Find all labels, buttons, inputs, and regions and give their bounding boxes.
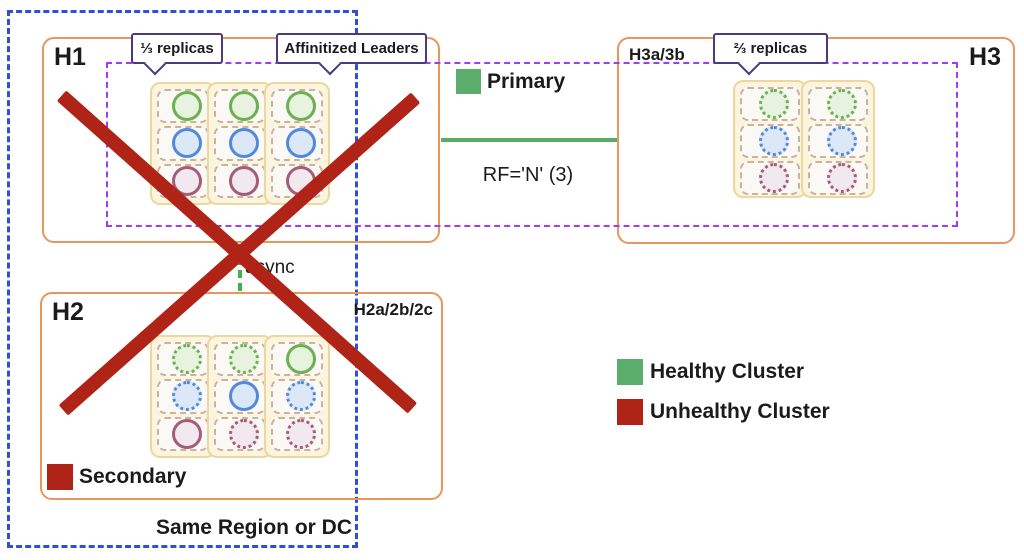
same-region-label: Same Region or DC xyxy=(155,516,352,539)
tablet-cell xyxy=(740,87,800,121)
tablet-card xyxy=(733,80,807,198)
replica-circle-blue xyxy=(229,381,259,412)
replica-circle-green xyxy=(229,91,259,122)
tablet-cell xyxy=(157,379,209,414)
replica-circle-maroon xyxy=(286,418,316,449)
replica-circle-maroon xyxy=(229,418,259,449)
tablet-cell xyxy=(157,126,209,161)
tablet-cell xyxy=(214,379,266,414)
replica-circle-green xyxy=(759,89,789,119)
secondary-label: Secondary xyxy=(79,465,187,488)
affinitized-leaders-callout: Affinitized Leaders xyxy=(276,33,427,76)
h2-sublabel: H2a/2b/2c xyxy=(353,300,433,319)
replica-circle-blue xyxy=(827,126,857,156)
tablet-cell xyxy=(271,416,323,451)
tablet-card xyxy=(207,335,273,458)
unhealthy-cluster-label: Unhealthy Cluster xyxy=(650,400,830,423)
replica-circle-blue xyxy=(172,128,202,159)
replica-circle-maroon xyxy=(229,165,259,196)
replica-circle-green xyxy=(172,344,202,375)
h3-label: H3 xyxy=(969,43,1001,71)
tablet-card xyxy=(264,335,330,458)
affinitized-leaders-label: Affinitized Leaders xyxy=(284,40,419,57)
replica-circle-green xyxy=(286,91,316,122)
replica-circle-green xyxy=(827,89,857,119)
tablet-cell xyxy=(157,89,209,124)
two-thirds-replicas-label: ⅔ replicas xyxy=(733,40,808,57)
healthy-cluster-label: Healthy Cluster xyxy=(650,360,805,383)
replica-circle-blue xyxy=(286,381,316,412)
tablet-card xyxy=(207,82,273,205)
tablet-card xyxy=(264,82,330,205)
tablet-cell xyxy=(157,342,209,377)
two-thirds-replicas-callout: ⅔ replicas xyxy=(713,33,828,76)
replica-circle-maroon xyxy=(827,163,857,193)
tablet-cell xyxy=(740,161,800,195)
h2-tablet-grid xyxy=(150,335,330,458)
h3-sublabel: H3a/3b xyxy=(629,45,685,64)
replica-circle-blue xyxy=(759,126,789,156)
rf-label: RF='N' (3) xyxy=(482,164,574,186)
tablet-cell xyxy=(157,416,209,451)
tablet-cell xyxy=(271,342,323,377)
unhealthy-cluster-swatch xyxy=(617,399,643,425)
rf-replication-line xyxy=(441,138,617,142)
one-third-replicas-label: ⅓ replicas xyxy=(140,40,214,57)
one-third-replicas-callout: ⅓ replicas xyxy=(131,33,223,76)
h3-tablet-grid xyxy=(733,80,875,198)
primary-label: Primary xyxy=(487,70,566,93)
tablet-cell xyxy=(271,379,323,414)
primary-swatch xyxy=(456,69,481,94)
host-h2-box: H2 H2a/2b/2c xyxy=(40,292,443,500)
replica-circle-blue xyxy=(286,128,316,159)
tablet-cell xyxy=(808,87,868,121)
replica-circle-maroon xyxy=(172,418,202,449)
tablet-cell xyxy=(214,89,266,124)
healthy-cluster-swatch xyxy=(617,359,643,385)
tablet-cell xyxy=(740,124,800,158)
replica-circle-blue xyxy=(172,381,202,412)
replica-circle-blue xyxy=(229,128,259,159)
tablet-cell xyxy=(808,124,868,158)
h2-label: H2 xyxy=(52,298,84,326)
replica-circle-green xyxy=(172,91,202,122)
h1-label: H1 xyxy=(54,43,86,71)
tablet-cell xyxy=(271,126,323,161)
tablet-cell xyxy=(214,126,266,161)
secondary-swatch xyxy=(47,464,73,490)
tablet-cell xyxy=(271,89,323,124)
async-replication-line xyxy=(238,244,242,291)
same-region-boundary xyxy=(7,10,358,548)
tablet-cell xyxy=(808,161,868,195)
tablet-cell xyxy=(214,342,266,377)
tablet-cell xyxy=(214,163,266,198)
tablet-cell xyxy=(214,416,266,451)
tablet-card xyxy=(150,335,216,458)
tablet-card xyxy=(801,80,875,198)
replica-circle-green xyxy=(229,344,259,375)
replica-circle-green xyxy=(286,344,316,375)
replica-circle-maroon xyxy=(759,163,789,193)
